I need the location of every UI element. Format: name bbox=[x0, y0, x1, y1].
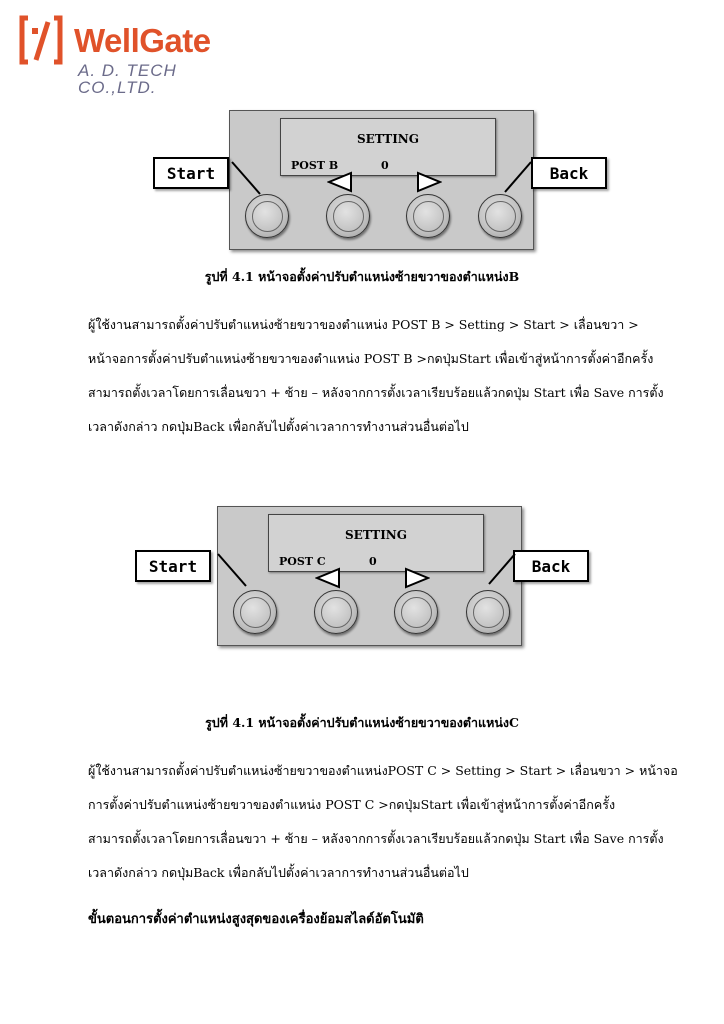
start-callout-label: Start bbox=[135, 550, 211, 582]
left-hardware-button[interactable] bbox=[326, 194, 370, 238]
left-arrow-icon bbox=[327, 171, 352, 193]
screen-title: SETTING bbox=[356, 132, 420, 146]
lcd-screen: SETTING POST B 0 bbox=[280, 118, 496, 176]
lcd-screen: SETTING POST C 0 bbox=[268, 514, 484, 572]
paragraph-line: เวลาดังกล่าว กดปุ่มBack เพื่อกลับไปตั้งค… bbox=[88, 419, 469, 434]
left-arrow-icon bbox=[315, 567, 340, 589]
section-heading: ขั้นตอนการตั้งค่าตำแหน่งสูงสุดของเครื่อง… bbox=[88, 912, 424, 927]
paragraph-line: เวลาดังกล่าว กดปุ่มBack เพื่อกลับไปตั้งค… bbox=[88, 865, 469, 880]
logo-subtitle: A. D. TECH CO.,LTD. bbox=[78, 61, 177, 97]
screen-param-value: 0 bbox=[381, 159, 389, 172]
device-panel: SETTING POST B 0 bbox=[229, 110, 534, 250]
back-callout-label: Back bbox=[531, 157, 607, 189]
back-hardware-button[interactable] bbox=[466, 590, 510, 634]
back-hardware-button[interactable] bbox=[478, 194, 522, 238]
instruction-paragraph: ผู้ใช้งานสามารถตั้งค่าปรับตำแหน่งซ้ายขวา… bbox=[88, 308, 696, 444]
start-leader-line bbox=[217, 553, 247, 587]
screen-param-name: POST C bbox=[279, 555, 326, 568]
right-hardware-button[interactable] bbox=[394, 590, 438, 634]
back-callout-label: Back bbox=[513, 550, 589, 582]
figure-caption: รูปที่ 4.1 หน้าจอตั้งค่าปรับตำแหน่งซ้ายข… bbox=[204, 269, 520, 284]
logo-wordmark: WellGate bbox=[74, 22, 211, 59]
device-panel: SETTING POST C 0 bbox=[217, 506, 522, 646]
figure-caption: รูปที่ 4.1 หน้าจอตั้งค่าปรับตำแหน่งซ้ายข… bbox=[205, 715, 519, 730]
start-leader-line bbox=[231, 161, 261, 195]
paragraph-line: การตั้งค่าปรับตำแหน่งซ้ายขวาของตำแหน่ง P… bbox=[88, 797, 616, 812]
left-hardware-button[interactable] bbox=[314, 590, 358, 634]
screen-title: SETTING bbox=[344, 528, 408, 542]
right-hardware-button[interactable] bbox=[406, 194, 450, 238]
paragraph-line: สามารถตั้งเวลาโดยการเลื่อนขวา + ซ้าย – ห… bbox=[88, 385, 664, 400]
right-arrow-icon bbox=[405, 567, 430, 589]
screen-param-value: 0 bbox=[369, 555, 377, 568]
paragraph-line: ผู้ใช้งานสามารถตั้งค่าปรับตำแหน่งซ้ายขวา… bbox=[88, 317, 639, 332]
right-arrow-icon bbox=[417, 171, 442, 193]
start-callout-label: Start bbox=[153, 157, 229, 189]
screen-param-name: POST B bbox=[291, 159, 339, 172]
instruction-paragraph: ผู้ใช้งานสามารถตั้งค่าปรับตำแหน่งซ้ายขวา… bbox=[88, 754, 696, 890]
back-leader-line bbox=[488, 553, 516, 585]
company-logo: WellGate A. D. TECH CO.,LTD. bbox=[14, 10, 254, 96]
paragraph-line: หน้าจอการตั้งค่าปรับตำแหน่งซ้ายขวาของตำแ… bbox=[88, 351, 654, 366]
start-hardware-button[interactable] bbox=[245, 194, 289, 238]
start-hardware-button[interactable] bbox=[233, 590, 277, 634]
paragraph-line: ผู้ใช้งานสามารถตั้งค่าปรับตำแหน่งซ้ายขวา… bbox=[88, 763, 678, 778]
wellgate-logo-icon bbox=[19, 15, 63, 65]
back-leader-line bbox=[504, 161, 532, 193]
paragraph-line: สามารถตั้งเวลาโดยการเลื่อนขวา + ซ้าย – ห… bbox=[88, 831, 664, 846]
